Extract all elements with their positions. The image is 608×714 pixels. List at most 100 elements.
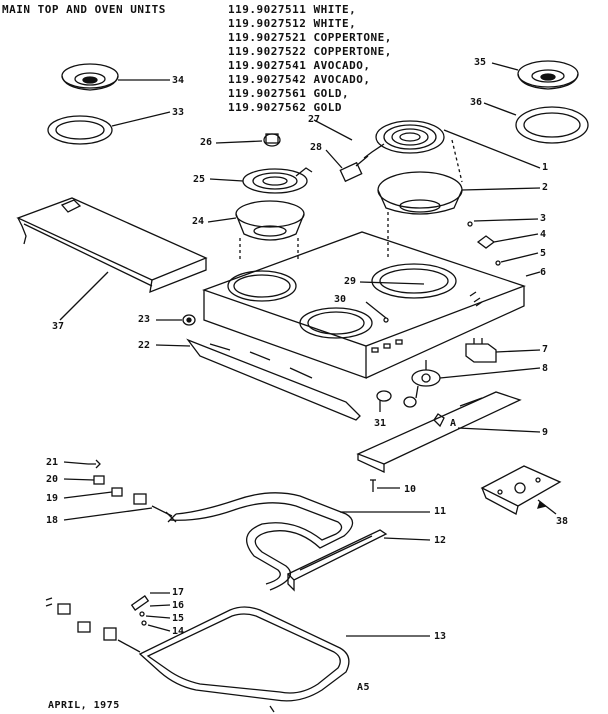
part-label: 5 (540, 248, 547, 259)
part-label: 19 (46, 493, 59, 504)
leader-28 (325, 149, 343, 169)
model-line: 119.9027521 COPPERTONE, (228, 31, 392, 44)
part-label: 8 (542, 363, 549, 374)
model-line: 119.9027562 GOLD (228, 101, 342, 114)
leader-20 (63, 478, 95, 481)
leader-7 (495, 349, 541, 353)
leader-14 (147, 624, 171, 632)
leader-35 (491, 62, 519, 71)
part-label: 22 (138, 340, 151, 351)
part-label: 4 (540, 229, 547, 240)
leader-12 (383, 537, 431, 541)
drip-pan-small-34 (61, 63, 119, 91)
leader-5 (500, 252, 539, 263)
part-label: 29 (344, 276, 357, 287)
part-label: 7 (542, 344, 549, 355)
part-label: 33 (172, 107, 185, 118)
rear-channel-22 (186, 338, 361, 421)
model-line: 119.9027511 WHITE, (228, 3, 357, 16)
part-label: 27 (308, 114, 321, 125)
leader-27 (313, 119, 353, 141)
knob-23 (182, 314, 196, 326)
leader-36 (483, 102, 517, 116)
part-label: 2 (542, 182, 549, 193)
part-label: 30 (334, 294, 347, 305)
part-label: 35 (474, 57, 487, 68)
screw-10 (370, 479, 376, 492)
leader-18 (63, 507, 153, 521)
part-label: 11 (434, 506, 447, 517)
part-label: 23 (138, 314, 151, 325)
model-line: 119.9027541 AVOCADO, (228, 59, 371, 72)
part-label: 31 (374, 418, 387, 429)
leader-22 (155, 344, 191, 347)
footer-date: APRIL, 1975 (48, 700, 120, 711)
leader-24 (207, 217, 237, 223)
page-title: MAIN TOP AND OVEN UNITS (2, 3, 166, 16)
range-top-6 (202, 231, 526, 379)
leader-25 (209, 178, 244, 182)
part-label: 16 (172, 600, 185, 611)
page-code: A5 (357, 682, 371, 693)
leader-29 (359, 281, 425, 285)
model-line: 119.9027542 AVOCADO, (228, 73, 371, 86)
broil-element-13 (138, 606, 350, 702)
part-label: 6 (540, 267, 547, 278)
part-label: 36 (470, 97, 483, 108)
terminal-bracket-28 (339, 155, 369, 183)
part-label: 28 (310, 142, 323, 153)
surface-unit-large-1 (363, 120, 445, 159)
trim-ring-33 (47, 115, 113, 145)
part-label: 37 (52, 321, 65, 332)
leader-2 (461, 187, 541, 191)
leader-16 (149, 604, 171, 607)
part-label: 38 (556, 516, 569, 527)
model-line: 119.9027522 COPPERTONE, (228, 45, 392, 58)
part-label: 12 (434, 535, 447, 546)
leader-3 (473, 218, 539, 222)
element-bracket-12 (286, 529, 388, 592)
bake-element-11 (165, 492, 354, 591)
surface-unit-small-25 (242, 167, 313, 194)
part-label: 13 (434, 631, 447, 642)
part-label: 34 (172, 75, 185, 86)
clamp-31 (376, 390, 417, 408)
leader-9 (457, 427, 541, 433)
part-label: 14 (172, 626, 185, 637)
model-line: 119.9027512 WHITE, (228, 17, 357, 30)
part-label: 26 (200, 137, 213, 148)
leader-4 (493, 233, 539, 243)
terminal-block-26 (263, 133, 281, 147)
part-label: 10 (404, 484, 417, 495)
burner-bowl-large-2 (377, 171, 463, 215)
part-label: 1 (542, 162, 549, 173)
leader-1 (443, 129, 541, 169)
part-label: 24 (192, 216, 205, 227)
terminal-parts-21-18 (88, 459, 173, 517)
leader-30 (365, 301, 387, 319)
mounting-bracket-38 (480, 465, 562, 515)
leader-33 (111, 111, 171, 127)
part-label: A (450, 418, 457, 429)
small-parts-17-14 (45, 595, 150, 653)
leader-38 (537, 499, 557, 515)
leader-19 (63, 491, 113, 499)
drip-pan-large-35 (517, 60, 579, 90)
leader-6 (525, 271, 541, 277)
leader-8 (439, 367, 541, 379)
part-label: 21 (46, 457, 59, 468)
part-label: 25 (193, 174, 206, 185)
burner-bowl-small-24 (235, 200, 305, 241)
part-label: 15 (172, 613, 185, 624)
part-label: 3 (540, 213, 547, 224)
trim-ring-large-36 (515, 106, 589, 144)
part-label: 18 (46, 515, 59, 526)
cooktop-panel-37 (16, 197, 208, 294)
leader-37 (59, 271, 109, 321)
part-label: 9 (542, 427, 549, 438)
thermostat-8 (411, 360, 441, 399)
clip-4 (476, 235, 496, 249)
part-label: 20 (46, 474, 59, 485)
